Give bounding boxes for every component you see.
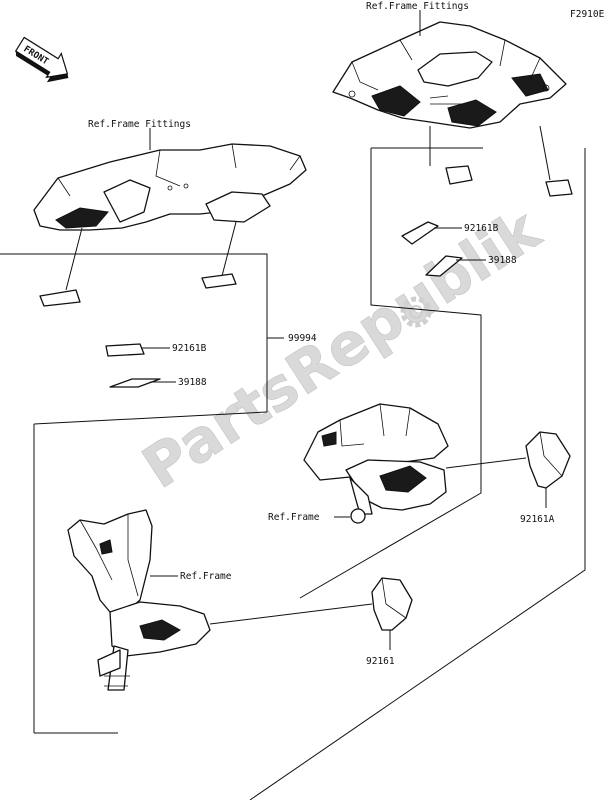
figure-code: F2910E (570, 9, 605, 20)
tail-cover-right (332, 21, 567, 129)
gear-logo-icon (400, 296, 432, 328)
part-92161B-left (105, 343, 145, 357)
frame-bracket-left (67, 509, 211, 691)
part-92161B-right (401, 221, 439, 245)
pad-right-b (545, 179, 573, 197)
callout-92161: 92161 (366, 656, 395, 667)
callout-92161B-right: 92161B (464, 223, 499, 234)
callout-ref-frame-right: Ref.Frame (268, 512, 320, 523)
tail-cover-left (33, 143, 307, 231)
callout-39188-left: 39188 (178, 377, 207, 388)
front-arrow-icon: FRONT (14, 36, 69, 83)
assembly-outline (0, 147, 586, 801)
callout-99994: 99994 (288, 333, 317, 344)
callout-ref-frame-fittings-top: Ref.Frame Fittings (366, 1, 469, 12)
callout-92161B-left: 92161B (172, 343, 207, 354)
frame-bracket-right (303, 403, 449, 524)
callout-ref-frame-fittings-left: Ref.Frame Fittings (88, 119, 191, 130)
pad-left-a (39, 289, 81, 307)
callout-ref-frame-left: Ref.Frame (180, 571, 232, 582)
callout-92161A: 92161A (520, 514, 555, 525)
part-92161 (371, 577, 413, 631)
pad-right-a (445, 165, 473, 185)
callout-39188-right: 39188 (488, 255, 517, 266)
part-39188-right (425, 255, 463, 277)
pad-left-b (201, 273, 237, 289)
part-39188-left (109, 378, 161, 388)
